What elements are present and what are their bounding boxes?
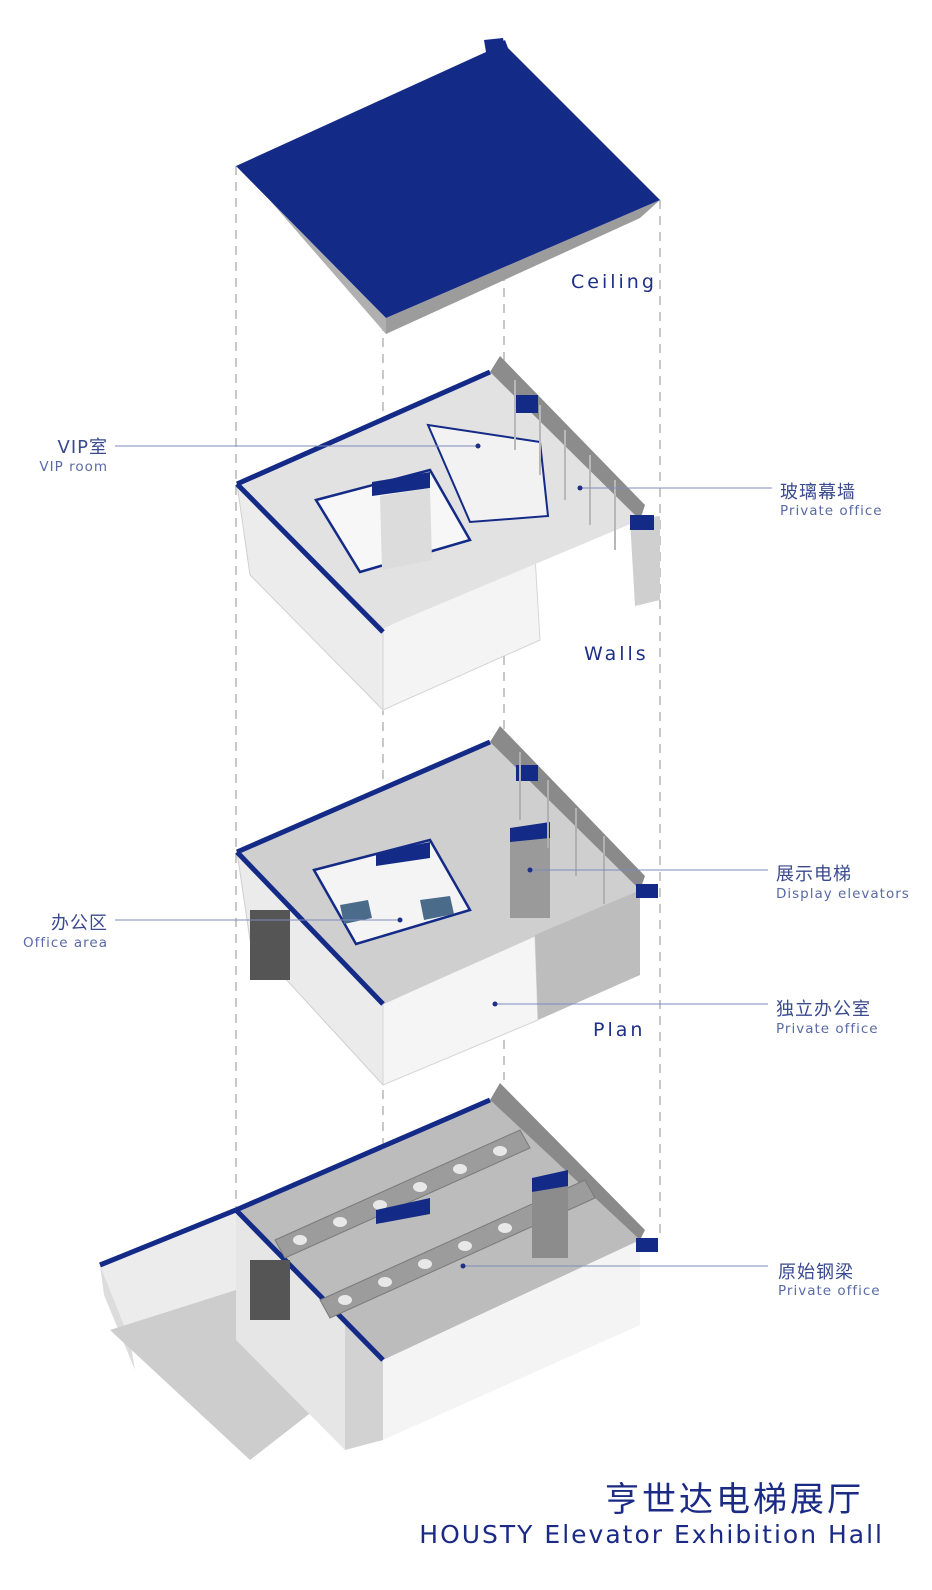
callout-leader-lines — [115, 445, 772, 1267]
title-chinese: 亨世达电梯展厅 — [605, 1480, 864, 1520]
layer-label-plan: Plan — [593, 1019, 646, 1041]
callout-vip-cn: VIP室 — [57, 437, 108, 458]
callout-beam-en: Private office — [778, 1283, 881, 1299]
callout-office-area-en: Office area — [22, 935, 108, 951]
callout-office-area-cn: 办公区 — [51, 913, 108, 934]
callout-beam-cn: 原始钢梁 — [778, 1262, 854, 1283]
callout-glass-en: Private office — [780, 503, 883, 519]
callout-display-en: Display elevators — [776, 886, 910, 902]
callout-vip-en: VIP room — [39, 459, 108, 475]
callout-private-cn: 独立办公室 — [776, 999, 871, 1020]
callout-glass-cn: 玻璃幕墙 — [780, 482, 856, 503]
layer-label-ceiling: Ceiling — [571, 271, 657, 293]
callout-dots — [397, 443, 583, 1269]
ceiling-layer — [236, 38, 660, 334]
layer-label-walls: Walls — [584, 643, 649, 665]
callout-display-cn: 展示电梯 — [776, 864, 852, 885]
callout-private-en: Private office — [776, 1021, 879, 1037]
base-layer — [99, 1083, 658, 1460]
title-english: HOUSTY Elevator Exhibition Hall — [419, 1520, 884, 1549]
plan-layer — [235, 726, 658, 1087]
walls-layer — [235, 356, 660, 712]
